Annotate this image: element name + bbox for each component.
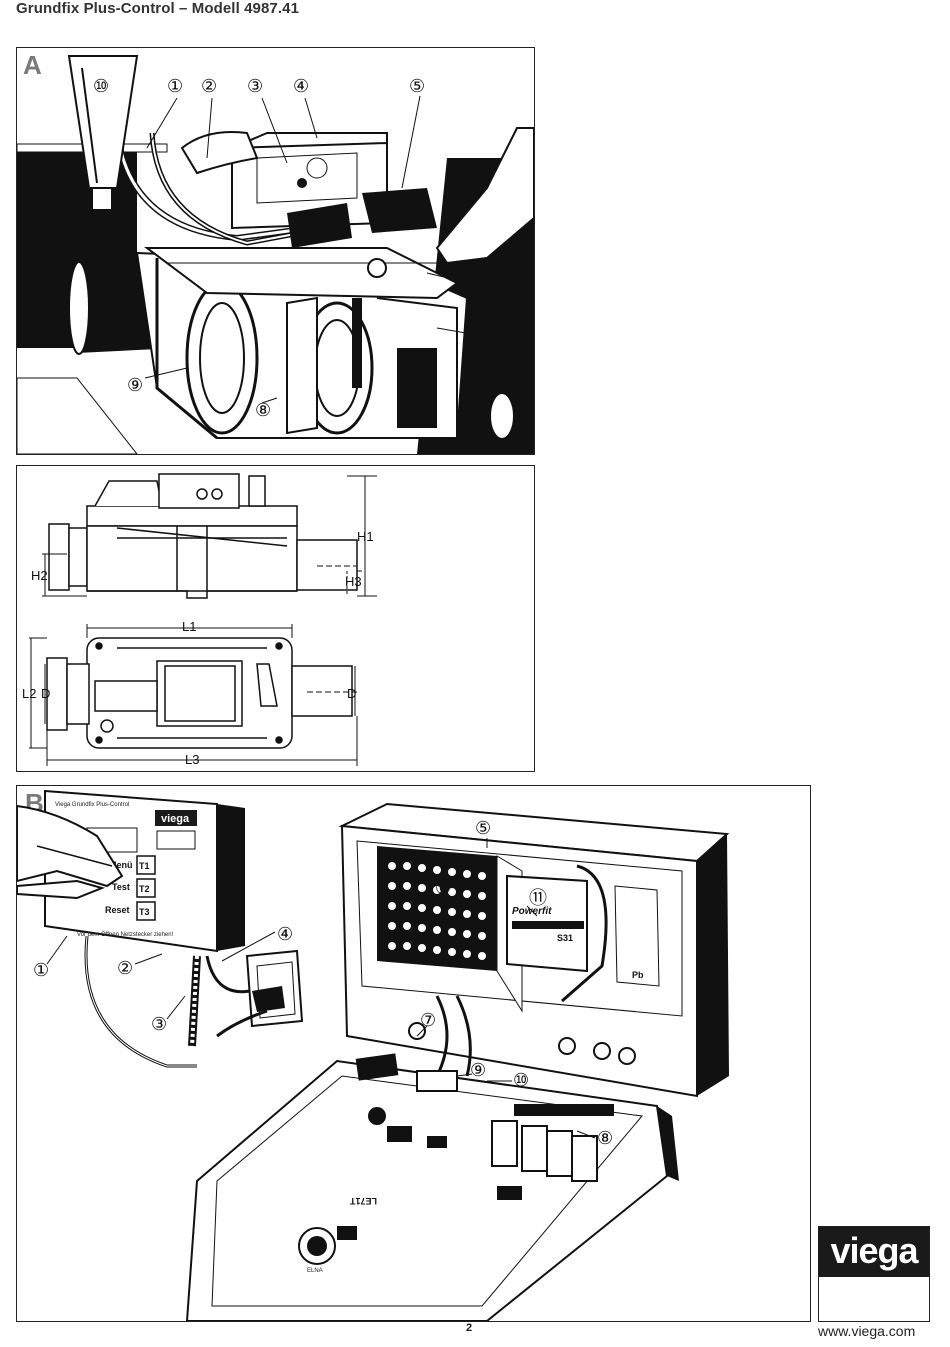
unit-brand: viega [161, 813, 190, 825]
label-l2: L2 [22, 686, 36, 701]
button-t2[interactable] [136, 878, 156, 898]
pb-label: Pb [632, 970, 644, 980]
label-h1: H1 [357, 529, 374, 544]
unit-title-line: Viega Grundfix Plus-Control [55, 802, 129, 808]
callout-10: ⑩ [93, 76, 109, 97]
callout-4: ④ [293, 76, 309, 97]
side-view [48, 473, 358, 599]
callout-b-3: ③ [151, 1014, 167, 1035]
callout-b-2: ② [117, 958, 133, 979]
control-unit: viega Viega Grundfix Plus-Control Menü T… [17, 789, 304, 1068]
label-h2: H2 [31, 568, 48, 583]
cap-label: ELNA [307, 1268, 323, 1274]
viega-logo: viega [818, 1226, 930, 1322]
callout-1: ① [167, 76, 183, 97]
label-l3: L3 [185, 752, 199, 767]
callout-7: ⑦ [497, 329, 513, 350]
callout-b-6: ⑥ [435, 878, 451, 899]
callout-b-8: ⑧ [597, 1128, 613, 1149]
callout-6: ⑥ [497, 280, 513, 301]
unit-footer-line: Vor dem Öffnen Netzstecker ziehen! [77, 931, 174, 938]
side-dimension-lines [42, 475, 377, 597]
viega-logo-text: viega [819, 1227, 929, 1277]
label-l1: L1 [182, 619, 196, 634]
dimension-drawing: H2 H1 H3 [22, 473, 377, 767]
figure-b-drawing: viega Viega Grundfix Plus-Control Menü T… [17, 789, 730, 1321]
top-view [46, 637, 353, 749]
figure-a-letter: A [23, 50, 42, 80]
figure-dimensions: H2 H1 H3 [16, 465, 535, 772]
callout-b-10: ⑩ [513, 1070, 529, 1091]
callout-b-1: ① [33, 960, 49, 981]
callout-b-9: ⑨ [470, 1060, 486, 1081]
button-key-t3: T3 [139, 907, 150, 917]
page-number: 2 [466, 1322, 473, 1334]
callout-9: ⑨ [127, 375, 143, 396]
website-link[interactable]: www.viega.com [818, 1323, 916, 1339]
callout-8: ⑧ [255, 400, 271, 421]
callout-b-7: ⑦ [420, 1010, 436, 1031]
enclosure-upper: Powerfit S31 Pb [338, 802, 730, 1098]
enclosure-lower: LE71T ELNA [185, 1053, 679, 1321]
callout-b-4: ④ [277, 924, 293, 945]
chip-label: LE71T [349, 1196, 377, 1206]
button-t3[interactable] [136, 901, 156, 921]
button-key-t2: T2 [139, 884, 150, 894]
button-label-test: Test [112, 882, 130, 892]
button-key-t1: T1 [139, 861, 150, 871]
callout-2: ② [201, 76, 217, 97]
top-dimension-lines [29, 624, 358, 766]
figure-a-callouts: ⑩ ① ② ③ ④ ⑤ ⑥ ⑦ ⑨ ⑧ [93, 76, 513, 421]
button-label-reset: Reset [105, 905, 130, 915]
unit-buttons: Menü T1 Test T2 Reset T3 [105, 855, 156, 921]
button-t1[interactable] [136, 855, 156, 875]
callout-b-5: ⑤ [475, 818, 491, 839]
callout-b-11: ⑪ [529, 888, 547, 909]
callout-5: ⑤ [409, 76, 425, 97]
battery-model: S31 [557, 933, 573, 943]
button-label-menu: Menü [109, 860, 133, 870]
label-d-left: D [41, 686, 50, 701]
figure-a-installation: A [16, 47, 535, 455]
label-d-right: D [347, 686, 356, 701]
figure-a-drawing: ⑩ ① ② ③ ④ ⑤ ⑥ ⑦ ⑨ ⑧ [17, 55, 534, 454]
document-title: Grundfix Plus-Control – Modell 4987.41 [16, 0, 300, 17]
label-h3: H3 [345, 574, 362, 589]
callout-3: ③ [247, 76, 263, 97]
figure-b-electronics: B viega Viega Grundfix Plus-Control Menü… [16, 785, 811, 1322]
